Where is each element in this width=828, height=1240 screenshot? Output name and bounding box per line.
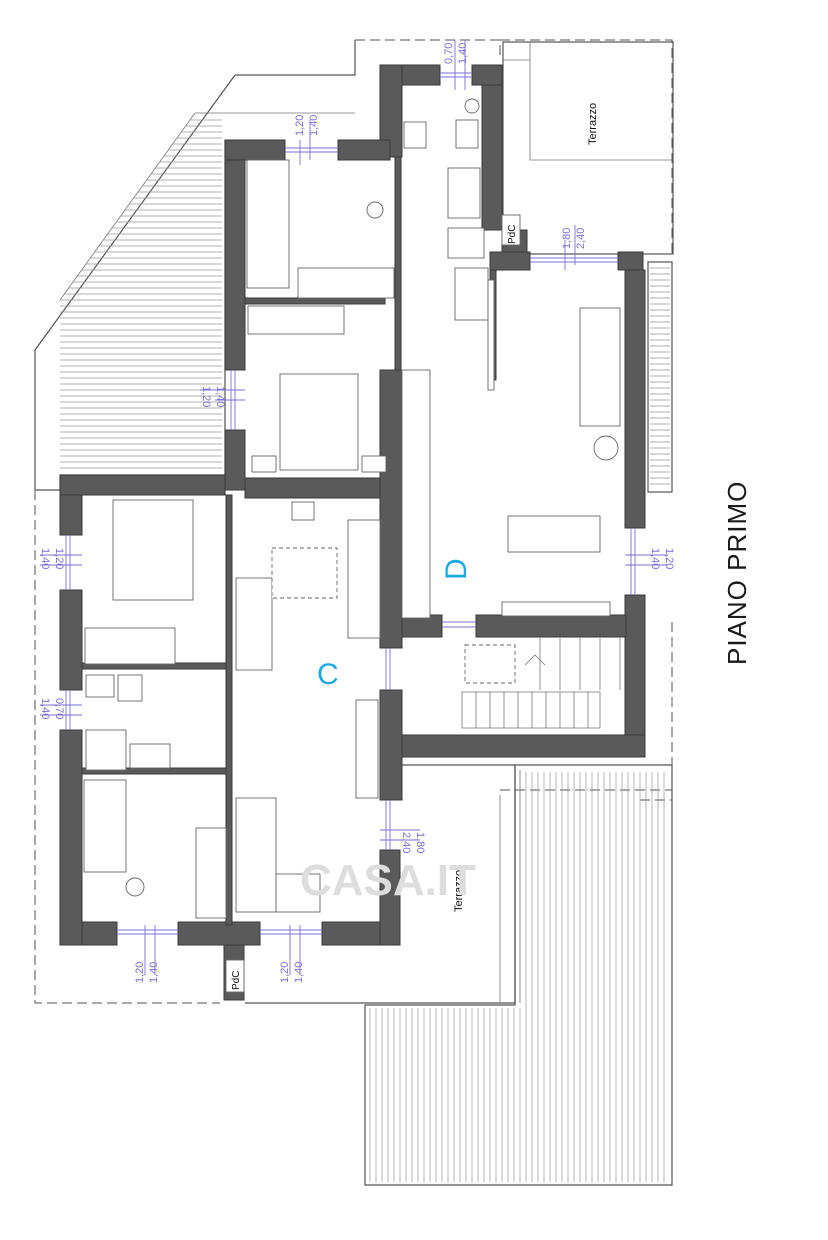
dimension-labels: 1,20 1,40 0,70 1,40 1,80 2,40 1,20 1,40 …	[39, 43, 675, 983]
dim-left-bath-b: 0,70	[53, 698, 65, 719]
dim-living-window-b: 2,40	[575, 228, 587, 249]
dim-bottom-window2-a: 1,20	[279, 962, 291, 983]
dim-bottom-window1-b: 1,40	[148, 962, 160, 983]
unit-label-c: C	[317, 658, 339, 691]
dim-top-door-b: 1,40	[457, 43, 469, 64]
terrace-label-upper: Terrazzo	[587, 103, 599, 145]
dim-right-window-a: 1,40	[649, 548, 661, 569]
dim-mid-door-a: 2,40	[400, 832, 412, 853]
unit-label-d: D	[440, 558, 473, 580]
dim-bottom-window1-a: 1,20	[134, 962, 146, 983]
floor-title: PIANO PRIMO	[722, 481, 752, 665]
pdc-units: PdC PdC	[225, 214, 521, 993]
watermark: CASA.IT	[300, 856, 476, 905]
furniture	[83, 98, 621, 919]
dim-mid-door-b: 1,80	[414, 832, 426, 853]
terrace-label-lower: Terrazzo	[453, 870, 465, 912]
lower-middle-terrace: Terrazzo	[245, 764, 516, 1004]
window-marks	[40, 40, 668, 975]
dim-right-window-b: 1,20	[663, 548, 675, 569]
dim-top-window-a: 1,20	[294, 115, 306, 136]
dim-living-window-a: 1,80	[561, 228, 573, 249]
dim-top-door-a: 0,70	[443, 43, 455, 64]
upper-right-terrace: Terrazzo	[502, 41, 674, 255]
dim-left-window2-a: 1,40	[39, 548, 51, 569]
upper-left-deck	[34, 40, 356, 491]
pdc-label-lower: PdC	[231, 971, 242, 990]
walls	[59, 64, 646, 1001]
dim-left-bath-a: 1,40	[39, 698, 51, 719]
dim-bottom-window2-b: 1,40	[293, 962, 305, 983]
dim-left-window1-b: 1,40	[214, 386, 226, 407]
dim-left-window1-a: 1,20	[200, 386, 212, 407]
dim-top-window-b: 1,40	[308, 115, 320, 136]
pdc-label-upper: PdC	[507, 225, 518, 244]
dim-left-window2-b: 1,20	[53, 548, 65, 569]
right-strip	[647, 261, 673, 493]
lower-right-deck	[364, 764, 673, 1186]
